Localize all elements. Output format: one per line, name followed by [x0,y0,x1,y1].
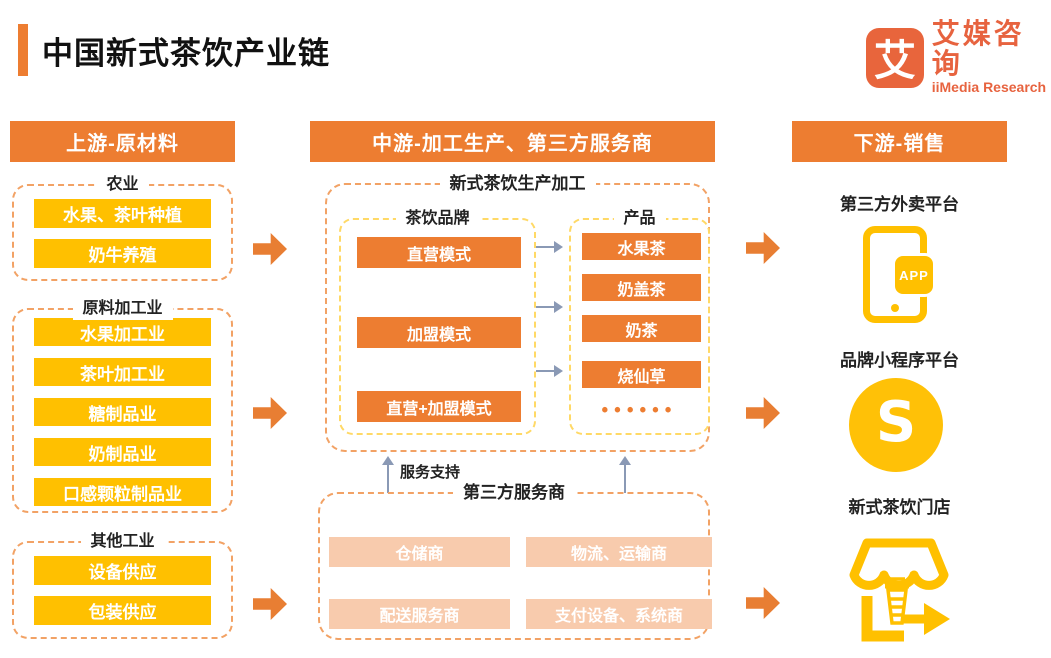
group-raw-processing: 原料加工业 水果加工业 茶叶加工业 糖制品业 奶制品业 口感颗粒制品业 [12,298,233,513]
more-products-dots: •••••• [601,400,678,421]
iimedia-logo: 艾 艾媒咨询 iiMedia Research [866,19,1051,96]
group-raw-processing-label: 原料加工业 [72,298,173,320]
support-label: 服务支持 [400,464,461,481]
group-agriculture: 农业 水果、茶叶种植 奶牛养殖 [12,174,233,281]
list-item: 仓储商 [329,537,510,567]
support-arrow-icon [619,456,631,493]
channel-store-label: 新式茶饮门店 [848,498,951,517]
page-title: 中国新式茶饮产业链 [42,36,330,71]
logo-name-en: iiMedia Research [931,79,1047,95]
list-item: 包装供应 [34,596,211,625]
map-arrow-icon [536,241,563,253]
channel-delivery-label: 第三方外卖平台 [840,195,959,214]
list-item: 加盟模式 [357,317,521,348]
list-item: 水果加工业 [34,318,211,346]
map-arrow-icon [536,301,563,313]
cup-glyph [885,577,909,625]
list-item: 烧仙草 [582,361,701,388]
products-label: 产品 [613,208,666,230]
logo-name-cn: 艾媒咨询 [931,18,1025,79]
flow-arrow-icon [253,397,287,429]
delivery-app-phone-icon: APP [863,226,936,323]
header-upstream: 上游-原材料 [10,121,235,162]
phone-home-dot [891,304,899,312]
list-item: 水果茶 [582,233,701,260]
flow-arrow-icon [746,397,780,429]
flow-arrow-icon [253,588,287,620]
list-item: 口感颗粒制品业 [34,478,211,506]
miniprogram-icon: S [849,378,943,472]
header-midstream: 中游-加工生产、第三方服务商 [310,121,715,162]
list-item: 奶制品业 [34,438,211,466]
list-item: 配送服务商 [329,599,510,629]
list-item: 水果、茶叶种植 [34,199,211,228]
brands-box: 茶饮品牌 直营模式 加盟模式 直营+加盟模式 [339,208,536,435]
store-icon [849,538,950,642]
flow-arrow-icon [746,232,780,264]
flow-arrow-icon [253,233,287,265]
brands-label: 茶饮品牌 [395,208,480,230]
flow-arrow-icon [746,587,780,619]
map-arrow-icon [536,365,563,377]
services-label: 第三方服务商 [453,482,575,504]
list-item: 物流、运输商 [526,537,712,567]
production-box: 新式茶饮生产加工 茶饮品牌 直营模式 加盟模式 直营+加盟模式 产品 水果茶 奶… [325,173,710,452]
services-box: 第三方服务商 仓储商 物流、运输商 配送服务商 支付设备、系统商 [318,482,712,640]
list-item: 糖制品业 [34,398,211,426]
list-item: 直营模式 [357,237,521,268]
group-other-industry: 其他工业 设备供应 包装供应 [12,531,233,639]
products-box: 产品 水果茶 奶盖茶 奶茶 烧仙草 •••••• [569,208,710,435]
list-item: 茶叶加工业 [34,358,211,386]
production-label: 新式茶饮生产加工 [439,173,596,195]
list-item: 设备供应 [34,556,211,585]
list-item: 奶茶 [582,315,701,342]
list-item: 支付设备、系统商 [526,599,712,629]
list-item: 奶盖茶 [582,274,701,301]
iimedia-logo-icon: 艾 [866,27,924,88]
header-downstream: 下游-销售 [792,121,1007,162]
group-agriculture-label: 农业 [96,174,149,196]
support-arrow-icon [382,456,394,493]
list-item: 直营+加盟模式 [357,391,521,422]
channel-miniprogram-label: 品牌小程序平台 [840,351,959,370]
app-badge: APP [892,253,936,297]
group-other-industry-label: 其他工业 [80,531,165,553]
title-accent-bar [18,24,28,76]
list-item: 奶牛养殖 [34,239,211,268]
miniprogram-glyph: S [875,390,917,455]
